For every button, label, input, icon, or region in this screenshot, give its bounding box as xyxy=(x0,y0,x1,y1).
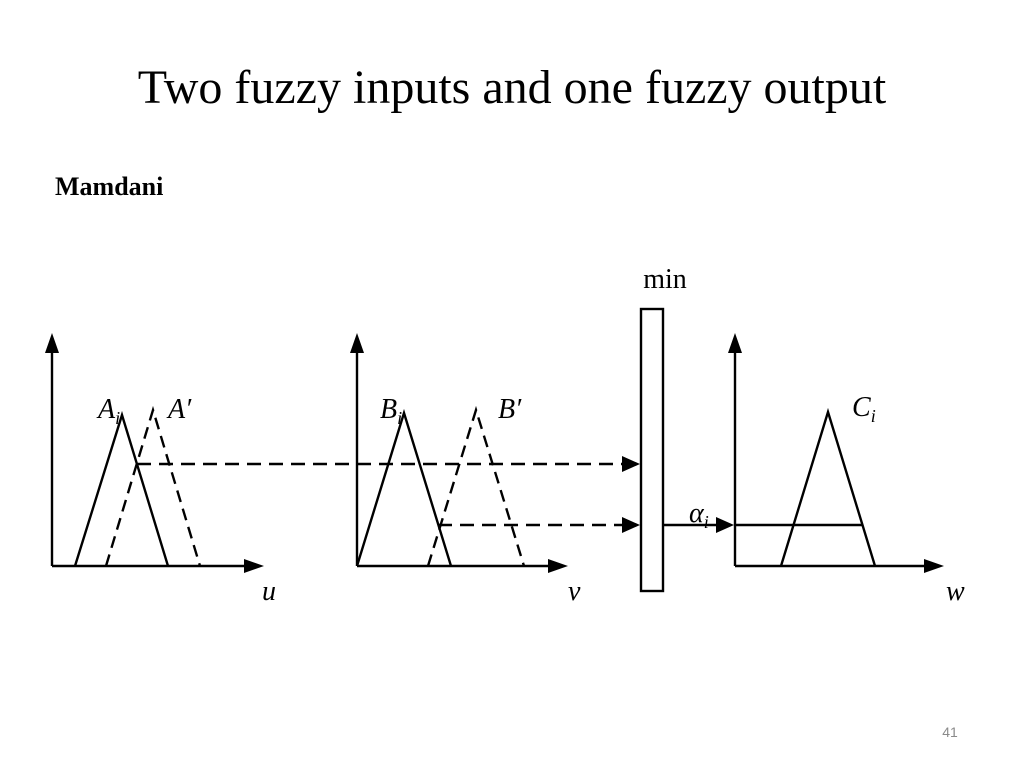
label-a-i: Ai xyxy=(96,394,120,428)
axis-label-u: u xyxy=(262,576,276,607)
triangle-a-prime xyxy=(104,405,202,567)
input1-y-arrowhead xyxy=(45,333,59,353)
label-c-i: Ci xyxy=(852,392,876,426)
dashed-line-degree-b-arrowhead xyxy=(622,517,640,533)
triangle-b-prime xyxy=(426,405,526,567)
page-number: 41 xyxy=(942,724,958,740)
subtitle-mamdani: Mamdani xyxy=(55,172,164,201)
input2-x-arrowhead xyxy=(548,559,568,573)
label-b-i: Bi xyxy=(380,394,402,428)
axis-label-w: w xyxy=(946,576,965,607)
dashed-line-degree-a-arrowhead xyxy=(622,456,640,472)
min-label: min xyxy=(643,264,687,295)
triangle-a-i xyxy=(73,410,170,567)
input2-y-arrowhead xyxy=(350,333,364,353)
slide-title: Two fuzzy inputs and one fuzzy output xyxy=(137,61,887,114)
label-b-prime: B′ xyxy=(498,394,522,425)
min-operator-box xyxy=(639,307,665,593)
output-y-arrowhead xyxy=(728,333,742,353)
triangle-c-i xyxy=(779,407,877,567)
input1-x-arrowhead xyxy=(244,559,264,573)
triangle-b-i xyxy=(355,408,453,567)
label-a-prime: A′ xyxy=(166,394,192,425)
label-alpha-i: αi xyxy=(689,498,709,532)
alpha-arrowhead xyxy=(716,517,734,533)
axis-label-v: v xyxy=(568,576,581,607)
output-x-arrowhead xyxy=(924,559,944,573)
